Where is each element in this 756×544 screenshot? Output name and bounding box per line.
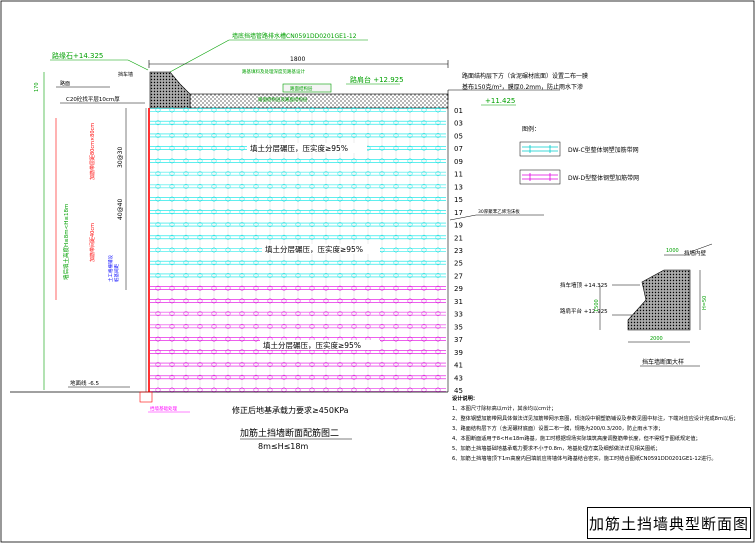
layer-number: 07 [454,145,463,153]
note-item: 2、整体钢塑加筋带网具体做法详见加筋带网示意图，现浇段中钢塑筋铺设及参数见图中标… [452,416,739,422]
width-dim: 1800 [290,56,305,63]
zone-right-note: 30厚聚苯乙烯泡沫板 [478,208,520,215]
green-note: 墙底挡墙管路排水槽CN0591DD0201GE1-12 [232,32,357,40]
layer-number: 31 [454,298,463,306]
layer-number: 19 [454,222,463,230]
legend-item-1: DW-C型整体钢塑加筋带网 [568,146,639,154]
dim-30-30: 30@30 [117,147,124,168]
layer-number: 29 [454,285,463,293]
layer-number: 03 [454,120,463,128]
legend-title: 图例： [522,125,540,133]
note-item: 1、本图尺寸除标高以m计，其余均以cm计； [452,406,557,412]
design-notes: 设计说明： 1、本图尺寸除标高以m计，其余均以cm计； 2、整体钢塑加筋带网具体… [452,394,752,464]
cyan-under-dim: 路基填料及处理深度见路基设计 [242,68,305,75]
road-note-1: 路面结构层下方（含泥碾材底面）设置二布一膜 [462,72,588,80]
elev-left-top: 路缘石+14.325 [52,51,103,60]
note-item: 6、加筋土挡墙墙顶下1m高度内回填前应将墙体与路基结合密实，施工时结合图纸CN0… [452,456,717,462]
zone-lower: 填土分层碾压，压实度≥95% [263,340,361,350]
label-box-text: 路面结构层 [290,85,313,92]
layer-number: 25 [454,260,463,268]
bearing-text: 修正后地基承载力要求≥450KPa [232,405,349,415]
zone-upper: 填土分层碾压，压实度≥95% [250,143,348,153]
elev-right: +11.425 [485,97,515,105]
layer-number: 41 [454,362,463,370]
layer-number: 35 [454,323,463,331]
title-block: 加筋土挡墙典型断面图 [587,507,751,539]
detail-label-top: 挡墙内壁 [684,249,707,257]
road-side-label: 路面 [60,80,70,87]
detail-dim-left: 1500 [594,299,600,312]
detail-caption: 挡车墙断面大样 [642,358,684,366]
zone-middle: 填土分层碾压，压实度≥95% [265,244,363,254]
legend-item-2: DW-D型整体钢塑加筋带网 [568,174,639,182]
layer-number: 11 [454,171,463,179]
detail-elev-2: 路肩平台 +12.925 [560,307,608,315]
layer-number: 27 [454,272,463,280]
c20-label: C20砼找平层10cm厚 [66,95,120,103]
under-box-text: 路面结构层及路面结构层 [258,96,308,103]
vertical-red2: 加筋带间距40cm [89,223,96,262]
vertical-green: 墙后填土高度H≤8m<H≤18m [62,204,70,280]
section-sub: 8m≤H≤18m [258,442,308,451]
bottom-note: 挡墙基础处理 [150,405,177,412]
note-item: 4、本图断面适用于8<H≤18m路基，施工时根据现场实际填筑高度调整筋带长度，但… [452,436,701,442]
layer-number: 01 [454,107,463,115]
layer-number: 33 [454,311,463,319]
layer-number: 23 [454,247,463,255]
detail-dim-top: 1000 [666,248,679,254]
layer-labels: 01 03 05 07 09 11 13 15 17 19 21 23 25 27 29 31 33 35 37 39… [454,107,463,395]
layer-number: 39 [454,349,463,357]
road-note-2: 基布150克/m²，膜厚0.2mm，防止雨水下渗 [462,83,583,91]
pavement-label-box [282,83,332,93]
detail-elev-1: 挡车墙顶 +14.325 [560,281,608,289]
detail-dim-bottom: 2000 [650,336,663,342]
layer-number: 45 [454,387,463,395]
layer-number: 05 [454,132,463,140]
retaining-label: 挡车墙 [118,71,133,78]
layer-number: 09 [454,158,463,166]
elev-road: 路肩台 +12.925 [350,75,404,84]
parapet-wall [149,71,191,109]
layer-number: 43 [454,374,463,382]
note-item: 5、加筋土挡墙基础地基承载力要求不小于0.8m，地基处理方案及细部做法详见相关图… [452,446,661,452]
section-title: 加筋土挡墙断面配筋图二 [240,427,339,439]
vertical-170: 170 [34,82,40,92]
layer-number: 17 [454,209,463,217]
elev-bottom-left: 地面线 -6.5 [70,379,99,387]
pavement-layer [189,93,449,109]
parapet-detail [599,243,713,367]
blue-note-2: 桩基间距 [113,264,120,282]
layer-number: 21 [454,234,463,242]
notes-title: 设计说明： [452,396,478,402]
detail-dim-right: H=50 [702,296,708,310]
layer-number: 37 [454,336,463,344]
blue-note-1: 土工格栅铺设 [107,255,114,282]
layer-number: 15 [454,196,463,204]
layer-number: 13 [454,183,463,191]
vertical-red: 加筋带层距80cm×80cm [89,123,96,180]
note-item: 3、路面结构层下方（含泥碾材底面）设置二布一膜，规格为200/0.3/200，防… [452,426,664,432]
dim-40-40: 40@40 [117,199,124,220]
